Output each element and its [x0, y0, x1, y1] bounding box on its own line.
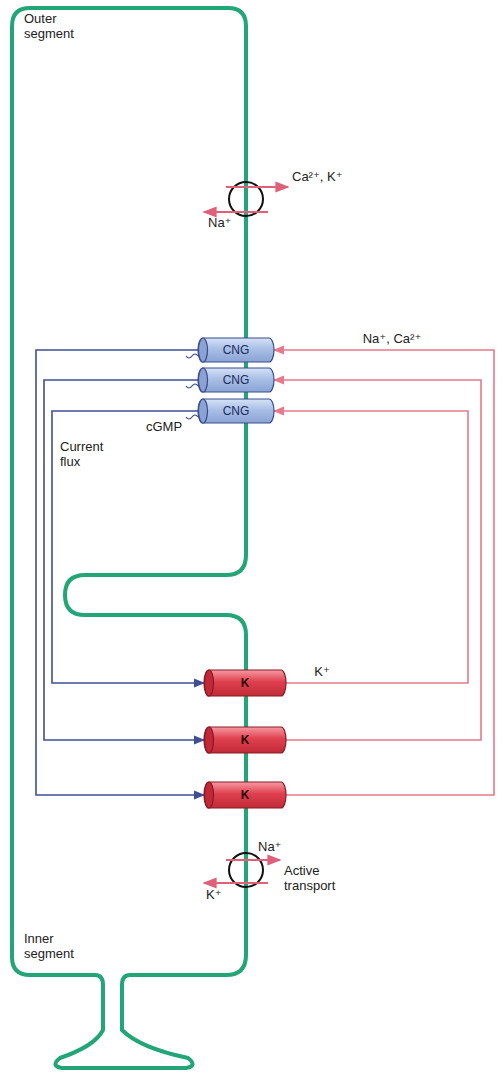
ion-arrow [226, 186, 288, 188]
cgmp-squiggle [186, 384, 198, 388]
cng-channel: CNG [198, 367, 274, 393]
channel-name: K [241, 789, 250, 801]
region-label: Outer segment [24, 12, 104, 42]
channel-name: CNG [223, 405, 250, 417]
ion-arrow [204, 882, 268, 884]
ion-label: Ca²⁺, K⁺ [292, 170, 382, 185]
molecule-label: cGMP [146, 420, 196, 435]
process-label: Active transport [284, 864, 362, 894]
pump-circle [229, 853, 263, 887]
ion-label: Na⁺ [258, 840, 298, 855]
channel-name: CNG [223, 374, 250, 386]
ion-arrow [226, 859, 280, 861]
potassium-channel: K [204, 726, 286, 754]
cell-membrane [12, 8, 246, 1068]
ion-label: K⁺ [314, 665, 330, 679]
current-flux-line [52, 411, 204, 683]
region-label: Inner segment [24, 932, 98, 962]
ion-label: K⁺ [206, 888, 246, 903]
ion-flow-line [274, 411, 468, 683]
current-flux-line [36, 350, 204, 795]
cgmp-squiggle [186, 415, 198, 419]
potassium-channel: K [204, 781, 286, 809]
cng-channel: CNG [198, 398, 274, 424]
flux-label: Current flux [60, 440, 122, 470]
cng-channel: CNG [198, 337, 274, 363]
current-flux-line [44, 380, 204, 740]
channel-name: CNG [223, 344, 250, 356]
ion-label: Na⁺, Ca²⁺ [363, 332, 422, 346]
ion-arrow [204, 211, 268, 213]
ion-label: Na⁺ [208, 216, 248, 231]
channel-name: K [241, 734, 250, 746]
ion-flow-line [274, 380, 481, 740]
cgmp-squiggle [186, 354, 198, 358]
potassium-channel: K [204, 669, 286, 697]
ion-flow-line [274, 350, 494, 795]
channel-name: K [241, 677, 250, 689]
